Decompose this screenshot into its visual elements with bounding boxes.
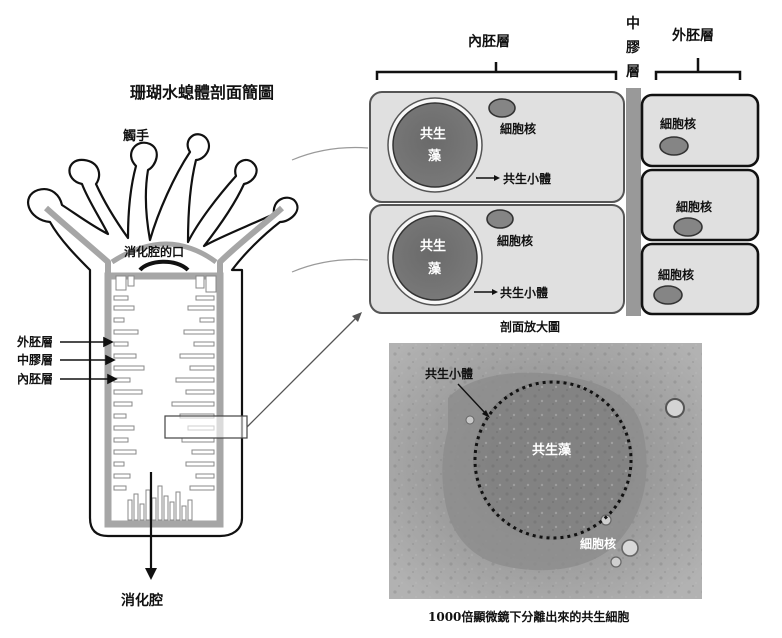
photo-symbiosome-label: 共生小體 <box>425 366 473 381</box>
endoderm-label: 內胚層 <box>468 34 510 50</box>
symbiosome-label-2: 共生小體 <box>500 285 548 300</box>
nucleus-label-1: 細胞核 <box>500 121 536 136</box>
ectoderm-cell-1: 細胞核 <box>640 93 760 168</box>
mesoglea-label-2: 膠 <box>626 40 640 56</box>
polyp-body: 消化腔的口 <box>27 133 299 538</box>
algae-label-1b: 藻 <box>428 148 442 164</box>
zoom-connector <box>246 317 357 428</box>
layer-label-mesoglea: 中膠層 <box>17 352 53 367</box>
symbiosome-outline <box>473 380 633 540</box>
symbiosome-label-1: 共生小體 <box>503 171 551 186</box>
ectoderm-cell-2: 細胞核 <box>640 168 760 242</box>
section-caption: 剖面放大圖 <box>500 319 560 334</box>
photo-algae-label: 共生藻 <box>532 442 572 458</box>
nucleus-label-4: 細胞核 <box>676 199 712 214</box>
ectoderm-label: 外胚層 <box>672 27 714 44</box>
tentacle-label: 觸手 <box>123 128 149 144</box>
mesoglea-label-3: 層 <box>626 64 640 80</box>
layer-label-endoderm: 內胚層 <box>17 371 53 386</box>
endoderm-cell-2: 共生 藻 細胞核 共生小體 <box>369 204 625 314</box>
nucleus-label-2: 細胞核 <box>497 233 533 248</box>
ectoderm-cell-3: 細胞核 <box>640 242 760 316</box>
algae-label-1a: 共生 <box>420 126 446 142</box>
zoom-window <box>164 415 248 439</box>
algae-label-2a: 共生 <box>420 238 446 254</box>
micrograph <box>389 343 702 599</box>
endoderm-cell-1: 共生 藻 細胞核 共生小體 <box>369 91 625 203</box>
mesoglea-bar <box>626 88 641 316</box>
algae-label-2b: 藻 <box>428 261 442 277</box>
ectoderm-bracket <box>654 58 742 80</box>
mouth-label: 消化腔的口 <box>124 244 184 259</box>
photo-nucleus-label: 細胞核 <box>580 536 616 551</box>
photo-caption: 1000倍顯微鏡下分離出來的共生細胞 <box>428 609 629 624</box>
polyp-title: 珊瑚水螅體剖面簡圖 <box>130 83 274 102</box>
nucleus-label-3: 細胞核 <box>660 116 696 131</box>
cavity-label: 消化腔 <box>121 592 163 609</box>
mesoglea-label-1: 中 <box>626 15 640 32</box>
layer-label-ectoderm: 外胚層 <box>17 334 53 349</box>
nucleus-label-5: 細胞核 <box>658 267 694 282</box>
endoderm-bracket <box>375 62 618 80</box>
